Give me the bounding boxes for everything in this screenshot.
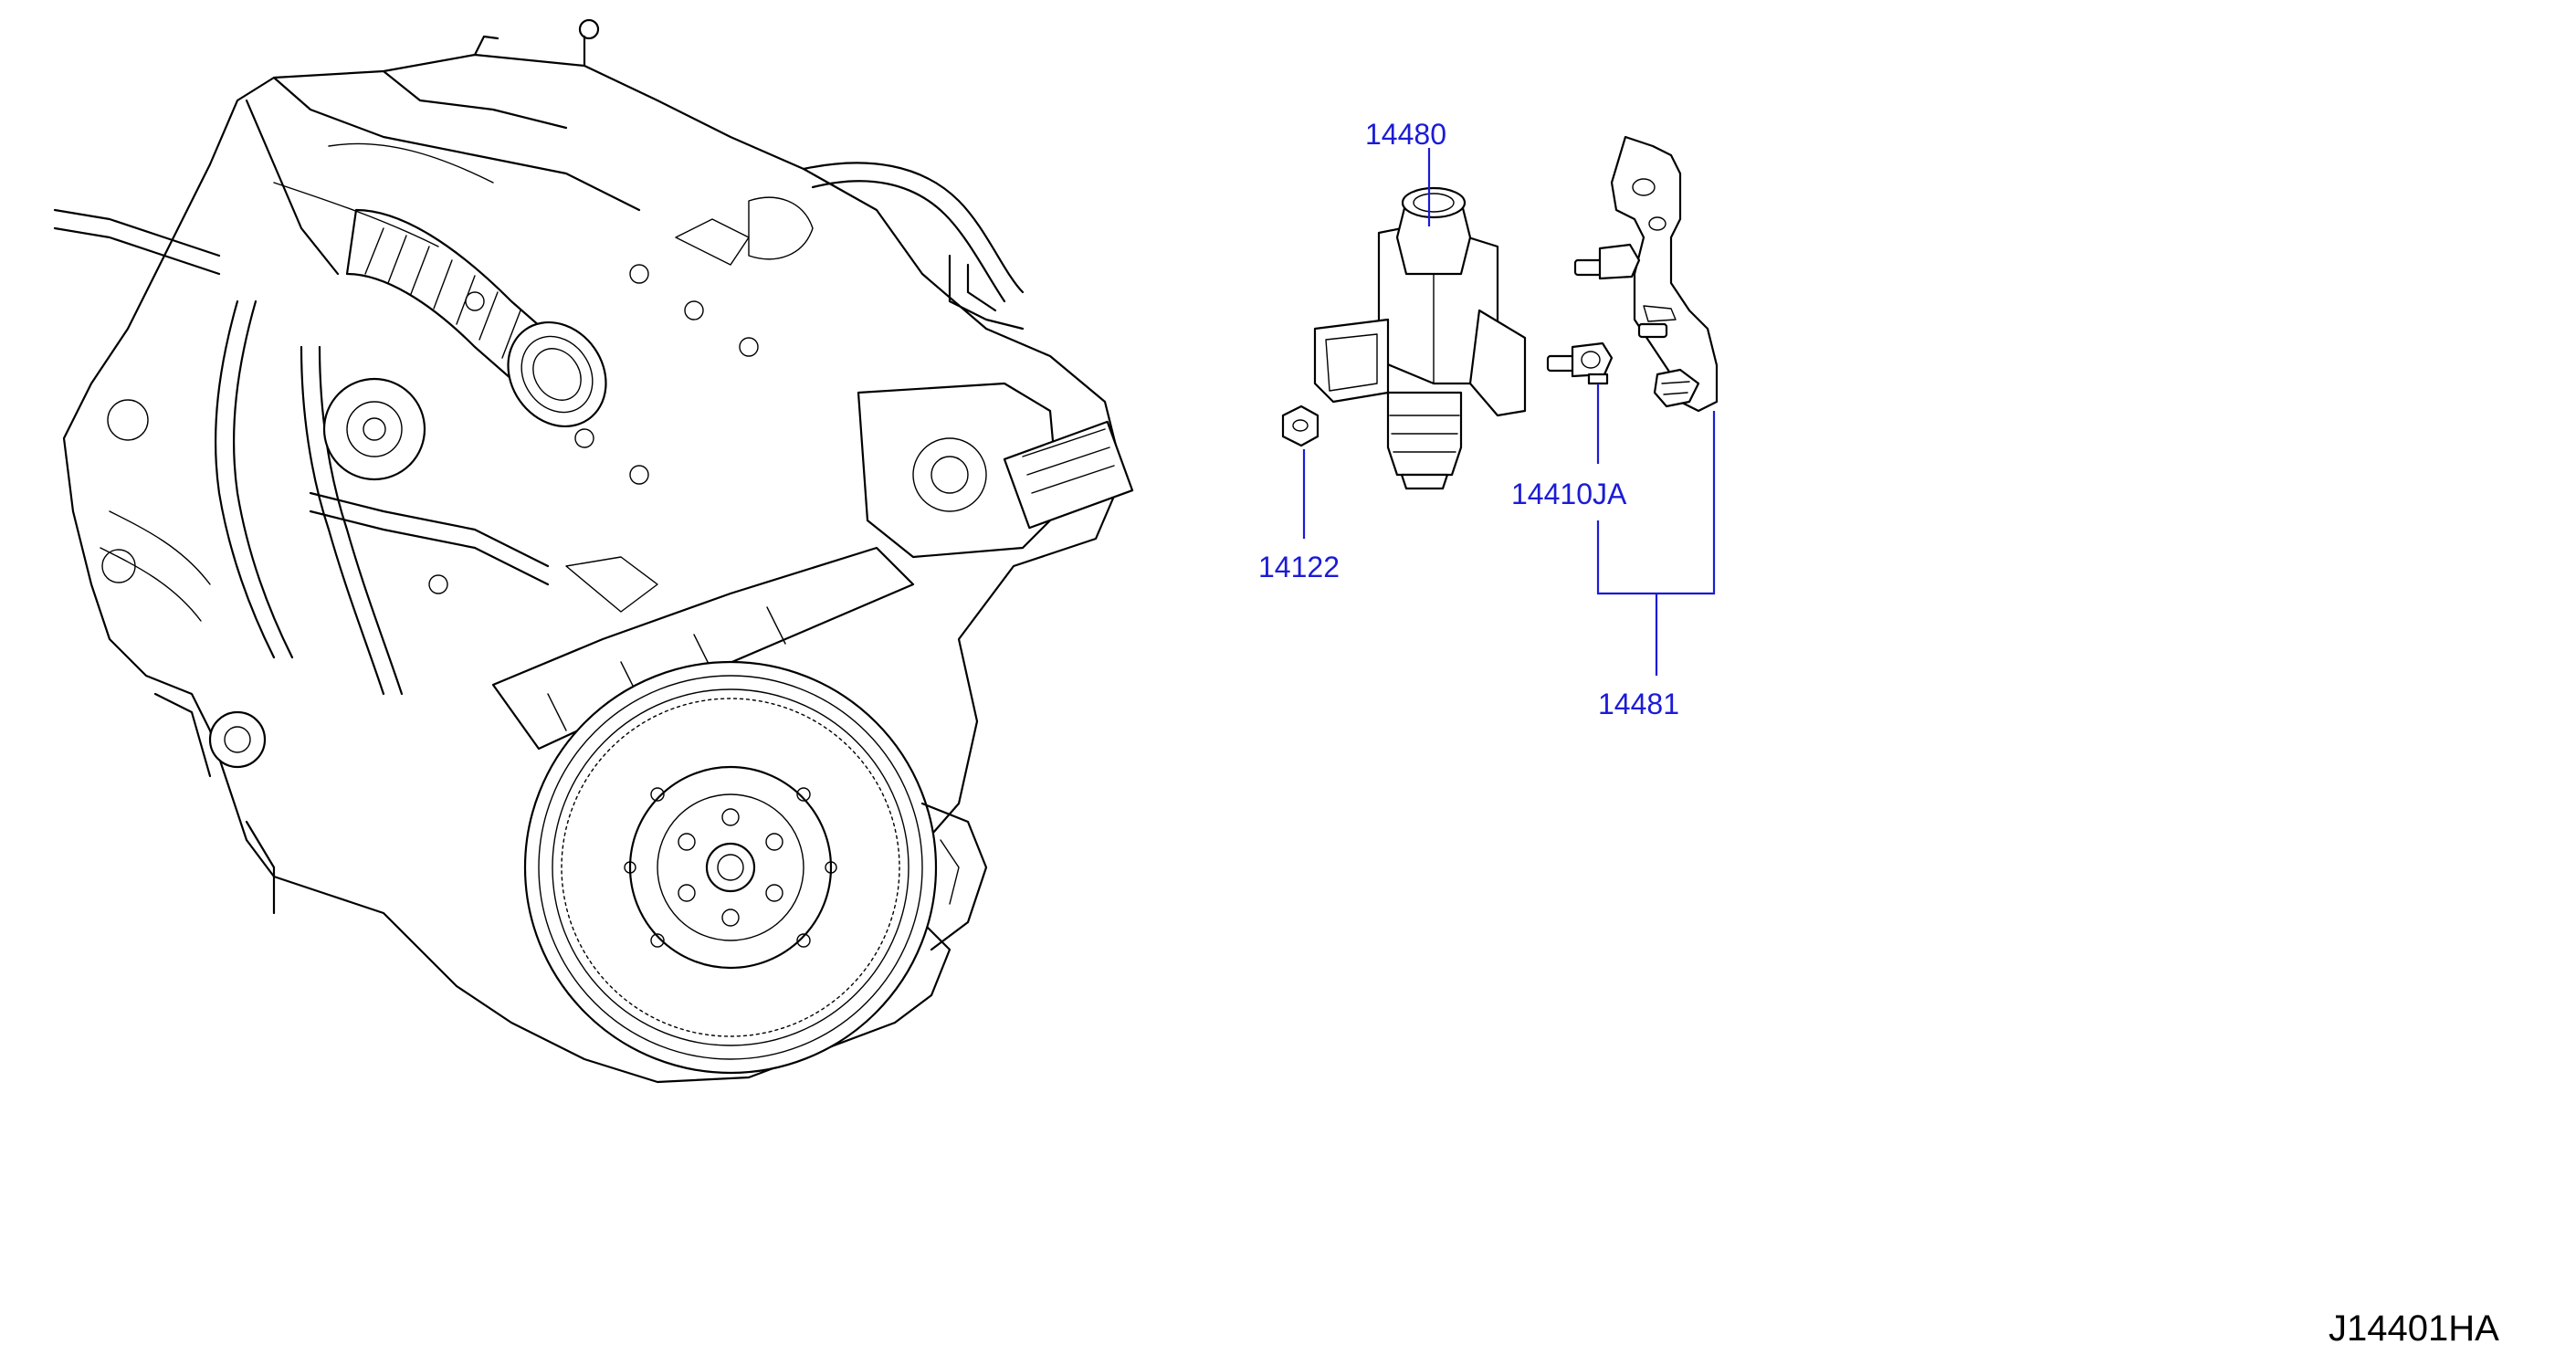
leader-lines [1302,148,1716,676]
callout-14410ja: 14410JA [1511,478,1627,510]
callout-14122: 14122 [1258,551,1340,583]
callout-14481: 14481 [1598,688,1679,720]
part-14480-illustration [1313,186,1527,490]
flywheel-illustration [523,660,938,1075]
drawing-code: J14401HA [2329,1308,2499,1349]
engine-assembly-illustration [53,18,1134,1084]
callout-14480: 14480 [1365,118,1446,151]
part-14410ja-illustration [1546,341,1614,385]
part-14122-illustration [1281,404,1320,447]
part-14481-illustration [1573,135,1719,413]
air-duct-illustration [345,208,607,428]
